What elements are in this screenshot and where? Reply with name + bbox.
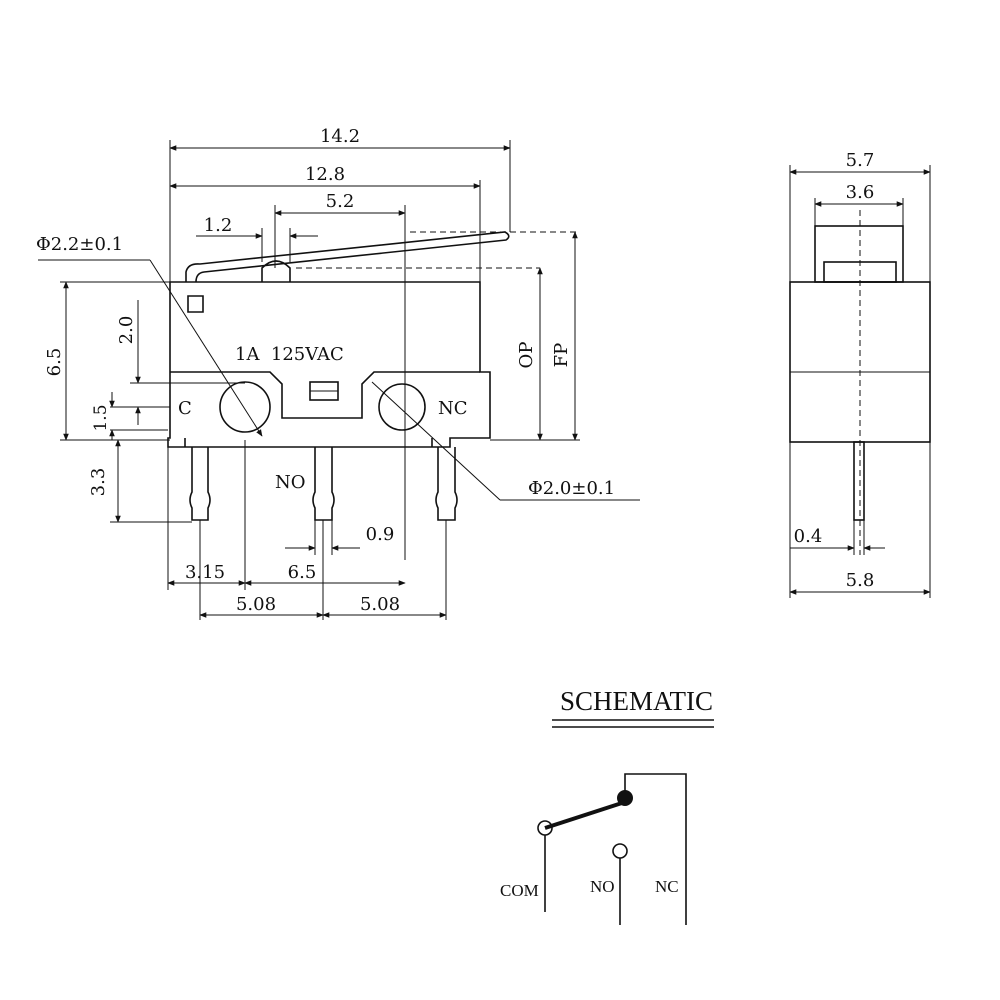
dim-pin-width: 0.9 [366,524,395,545]
front-view: 14.2 12.8 5.2 1.2 6.5 2.0 1.5 3.3 OP FP [36,126,640,620]
rating-label: 1A 125VAC [235,344,344,365]
com-label: COM [500,881,539,900]
dim-actuator-offset: 5.2 [326,191,355,212]
dim-pitch-left: 5.08 [236,594,276,615]
dim-body-length: 12.8 [305,164,345,185]
body-bottom-step [184,438,433,447]
no-label: NO [590,877,615,896]
switch-lever [544,800,626,830]
label-nc: NC [438,398,468,419]
dim-height: 6.5 [44,348,65,377]
hole-left-callout: Φ2.2±0.1 [36,234,123,255]
pin-no [312,447,335,521]
schematic: SCHEMATIC COM NO NC [500,686,714,925]
lever-notch [187,295,204,313]
dim-pitch-right: 5.08 [360,594,400,615]
side-pin [853,441,865,521]
lever-arm [185,231,510,283]
mounting-hole-right [378,383,426,431]
body-recess [170,371,480,419]
pin-c [189,447,211,521]
dim-first-pin: 3.15 [185,562,225,583]
dim-lever-tip: 1.2 [204,215,233,236]
dim-middle-span: 6.5 [288,562,317,583]
dim-op: OP [516,342,537,369]
nc-wire [624,773,687,925]
label-no: NO [275,472,306,493]
dim-overall-length: 14.2 [320,126,360,147]
label-c: C [178,398,192,419]
dim-pin-thickness: 0.4 [794,526,823,547]
no-terminal [612,843,628,859]
dim-pin-offset: 1.5 [91,404,111,431]
dim-width-top: 5.7 [846,150,875,171]
dim-width-bottom: 5.8 [846,570,875,591]
side-actuator [814,225,904,283]
actuator-button [261,260,291,282]
side-view: 5.7 3.6 0.4 5.8 [789,150,931,598]
hole-right-callout: Φ2.0±0.1 [528,478,615,499]
dim-actuator-width: 3.6 [846,182,875,203]
mounting-hole-left [219,381,271,433]
schematic-title: SCHEMATIC [560,686,713,716]
dim-fp: FP [551,343,572,368]
dim-hole-height: 2.0 [116,316,137,345]
dim-pin-length: 3.3 [88,468,109,497]
switch-body-outline [167,281,491,448]
nc-label: NC [655,877,679,896]
